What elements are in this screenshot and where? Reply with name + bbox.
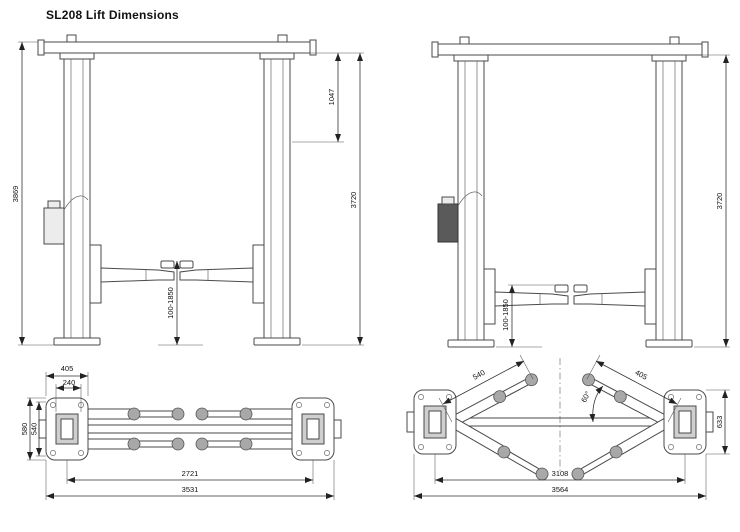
crossbeam-plan bbox=[456, 417, 664, 427]
dimension-column-height: 3720 bbox=[684, 54, 730, 348]
overall-height-label: 3869 bbox=[11, 186, 20, 203]
dimension-overall-span: 3531 bbox=[45, 460, 335, 500]
page-title: SL208 Lift Dimensions bbox=[46, 8, 179, 22]
dimension-lifting-range: 100-1850 bbox=[496, 284, 555, 348]
dimension-overall-span: 3564 bbox=[413, 454, 707, 500]
right-column bbox=[253, 52, 301, 346]
inner-span-label: 3108 bbox=[552, 469, 569, 478]
front-view-right: 3720 100-1850 bbox=[431, 36, 730, 348]
right-carriage-arm bbox=[179, 244, 265, 304]
left-column bbox=[53, 52, 101, 346]
plan-view-left: 405 240 580 540 2721 3531 bbox=[20, 364, 342, 500]
column-height-label: 3720 bbox=[715, 193, 724, 210]
right-front-arm bbox=[582, 373, 671, 427]
baseplate-depth-label: 633 bbox=[715, 416, 724, 429]
left-carriage-arm bbox=[483, 268, 569, 325]
arm-angle-label: 60° bbox=[579, 390, 592, 404]
dimension-arm-angle: 60° bbox=[579, 385, 604, 423]
inner-span-label: 2721 bbox=[182, 469, 199, 478]
beam-clearance-label: 1047 bbox=[327, 89, 336, 106]
baseplate-width-label: 405 bbox=[61, 364, 74, 373]
plan-view-right: 540 405 60° 633 3108 3564 bbox=[406, 354, 730, 500]
dimension-overall-height: 3869 bbox=[11, 41, 54, 346]
right-column-plan bbox=[291, 397, 342, 461]
right-column-plan bbox=[663, 389, 714, 455]
left-front-arm bbox=[449, 373, 538, 427]
dimension-column-width: 240 bbox=[55, 378, 82, 412]
left-carriage-arm bbox=[89, 244, 175, 304]
column-width-label: 240 bbox=[63, 378, 76, 387]
baseplate-depth-inner-label: 540 bbox=[30, 423, 39, 436]
overall-span-label: 3531 bbox=[182, 485, 199, 494]
dimension-baseplate-depth: 633 bbox=[706, 389, 730, 455]
dimension-lifting-range: 100-1850 bbox=[158, 261, 203, 346]
dimension-inner-span: 3108 bbox=[434, 454, 686, 484]
front-view-left: 3869 3720 1047 100-1850 bbox=[11, 34, 364, 346]
dimension-baseplate-width: 405 bbox=[45, 364, 89, 396]
arms-plan bbox=[81, 407, 299, 451]
lifting-range-label: 100-1850 bbox=[501, 299, 510, 331]
arm-dim-right-label: 405 bbox=[634, 368, 649, 382]
power-unit bbox=[437, 191, 483, 243]
dimension-baseplate-depth-outer: 580 bbox=[20, 397, 46, 461]
left-column-plan bbox=[406, 389, 457, 455]
overall-span-label: 3564 bbox=[552, 485, 569, 494]
left-rear-arm bbox=[449, 417, 549, 481]
left-column-plan bbox=[38, 397, 89, 461]
overhead-beam bbox=[37, 34, 317, 56]
right-column bbox=[645, 54, 693, 348]
dimension-column-height: 3720 bbox=[292, 52, 364, 346]
left-column bbox=[447, 54, 495, 348]
dimension-inner-span: 2721 bbox=[66, 460, 314, 484]
dimension-baseplate-depth-inner: 540 bbox=[30, 401, 46, 457]
right-carriage-arm bbox=[573, 268, 657, 325]
baseplate-depth-outer-label: 580 bbox=[20, 423, 29, 436]
overhead-beam bbox=[431, 36, 709, 58]
column-height-label: 3720 bbox=[349, 192, 358, 209]
arm-dim-left-label: 540 bbox=[471, 368, 486, 382]
power-unit bbox=[43, 195, 89, 245]
lifting-range-label: 100-1850 bbox=[166, 287, 175, 319]
right-rear-arm bbox=[571, 417, 671, 481]
dimension-beam-clearance: 1047 bbox=[292, 53, 344, 143]
crossbeam-plan bbox=[88, 424, 292, 434]
